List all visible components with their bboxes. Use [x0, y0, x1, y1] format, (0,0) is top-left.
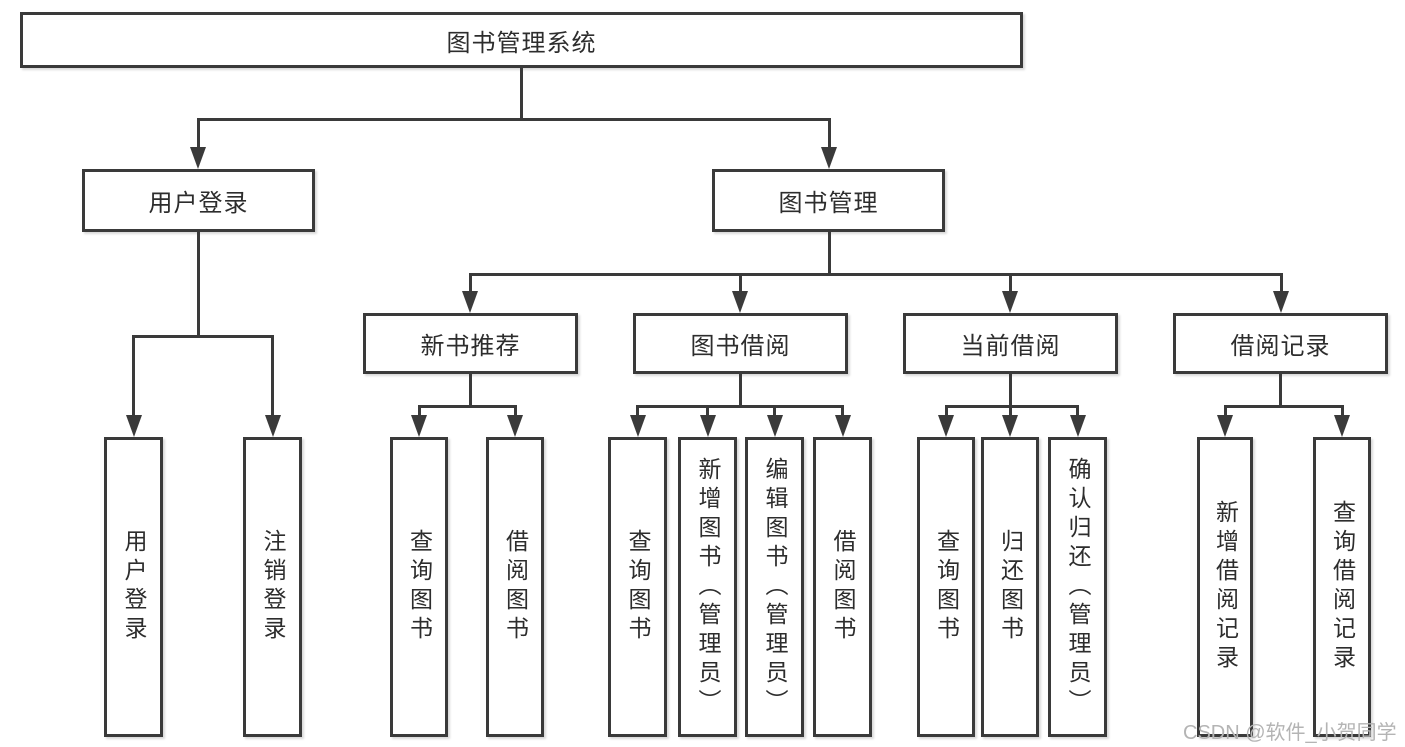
arrow-down-new-book — [462, 291, 478, 313]
arrow-down-book-borrowing — [732, 291, 748, 313]
node-label: 归还图书 — [997, 529, 1024, 645]
arrow-down — [411, 415, 427, 437]
arrow-down-current-borrowing — [1002, 291, 1018, 313]
arrow-down — [700, 415, 716, 437]
node-label: 图书借阅 — [690, 333, 791, 360]
connector-borrowing-records-subbar — [1224, 405, 1343, 408]
leaf-edit-books-admin: 编辑图书（管理员） — [745, 437, 804, 737]
node-borrowing-records: 借阅记录 — [1173, 313, 1388, 374]
connector-drop-new-book — [469, 273, 472, 293]
connector-drop — [418, 405, 421, 417]
arrow-down-borrowing-records — [1273, 291, 1289, 313]
node-label: 借阅图书 — [502, 529, 529, 645]
connector-book-borrowing-substem — [739, 374, 742, 407]
node-label: 借阅图书 — [830, 529, 856, 645]
connector-user-login-stem — [197, 232, 200, 338]
arrow-down — [938, 415, 954, 437]
connector-drop-leaf-user-login — [132, 335, 135, 417]
node-user-login: 用户登录 — [82, 169, 315, 232]
node-label: 查询图书 — [625, 529, 651, 645]
arrow-down — [1002, 415, 1018, 437]
connector-drop-leaf-logout — [271, 335, 274, 417]
arrow-down — [1217, 415, 1233, 437]
node-label: 查询图书 — [933, 529, 960, 645]
node-label: 用户登录 — [121, 529, 147, 645]
connector-drop — [706, 405, 709, 417]
arrow-down — [835, 415, 851, 437]
connector-drop-user-login — [197, 118, 200, 149]
connector-drop-book-management — [828, 118, 831, 149]
leaf-borrow-books: 借阅图书 — [813, 437, 872, 737]
connector-current-borrowing-substem — [1009, 374, 1012, 407]
node-label: 新增图书（管理员） — [695, 456, 721, 718]
connector-root-bar — [197, 118, 831, 121]
connector-user-login-bar — [132, 335, 274, 338]
connector-drop-book-borrowing — [739, 273, 742, 293]
arrow-down — [1070, 415, 1086, 437]
arrow-down-user-login — [190, 147, 206, 169]
connector-drop — [773, 405, 776, 417]
node-book-management: 图书管理 — [712, 169, 945, 232]
connector-drop — [1076, 405, 1079, 417]
leaf-logout: 注销登录 — [243, 437, 302, 737]
node-label: 当前借阅 — [960, 333, 1061, 360]
node-label: 新书推荐 — [420, 333, 521, 360]
leaf-return-books: 归还图书 — [981, 437, 1039, 737]
node-label: 查询图书 — [406, 529, 433, 645]
node-book-borrowing: 图书借阅 — [633, 313, 848, 374]
connector-drop — [514, 405, 517, 417]
node-label: 注销登录 — [260, 529, 286, 645]
csdn-watermark: CSDN @软件_小贺同学 — [1183, 722, 1397, 744]
connector-drop — [945, 405, 948, 417]
arrow-down — [767, 415, 783, 437]
connector-book-management-stem — [828, 232, 831, 276]
node-label: 图书管理系统 — [446, 29, 597, 57]
leaf-query-books-recommend: 查询图书 — [390, 437, 448, 737]
connector-drop — [1009, 405, 1012, 417]
connector-root-stem — [520, 66, 523, 119]
node-label: 确认归还（管理员） — [1065, 456, 1091, 718]
arrow-down — [507, 415, 523, 437]
node-label: 新增借阅记录 — [1212, 500, 1239, 674]
node-label: 查询借阅记录 — [1329, 500, 1356, 674]
leaf-borrow-books-recommend: 借阅图书 — [486, 437, 544, 737]
connector-drop-borrowing-records — [1280, 273, 1283, 293]
connector-book-management-bar — [469, 273, 1283, 276]
node-label: 图书管理 — [778, 190, 879, 217]
leaf-add-borrow-record: 新增借阅记录 — [1197, 437, 1253, 737]
arrow-down — [1334, 415, 1350, 437]
node-current-borrowing: 当前借阅 — [903, 313, 1118, 374]
connector-new-book-bar — [418, 405, 516, 408]
arrow-down-leaf-logout — [265, 415, 281, 437]
node-library-management-system: 图书管理系统 — [20, 12, 1023, 68]
node-label: 用户登录 — [148, 190, 249, 217]
leaf-query-books-borrowing: 查询图书 — [608, 437, 667, 737]
connector-drop — [1341, 405, 1344, 417]
node-label: 借阅记录 — [1230, 333, 1331, 360]
leaf-query-borrow-record: 查询借阅记录 — [1313, 437, 1371, 737]
leaf-add-books-admin: 新增图书（管理员） — [678, 437, 737, 737]
connector-book-borrowing-subbar — [636, 405, 844, 408]
node-new-book-recommend: 新书推荐 — [363, 313, 578, 374]
leaf-query-books-current: 查询图书 — [917, 437, 975, 737]
arrow-down-leaf-user-login — [126, 415, 142, 437]
connector-new-book-stem — [469, 374, 472, 407]
node-label: 编辑图书（管理员） — [762, 456, 788, 718]
connector-current-borrowing-subbar — [945, 405, 1079, 408]
connector-drop — [841, 405, 844, 417]
connector-drop-current-borrowing — [1009, 273, 1012, 293]
connector-drop — [1224, 405, 1227, 417]
leaf-user-login: 用户登录 — [104, 437, 163, 737]
leaf-confirm-return-admin: 确认归还（管理员） — [1048, 437, 1107, 737]
arrow-down-book-management — [821, 147, 837, 169]
connector-borrowing-records-substem — [1279, 374, 1282, 407]
arrow-down — [630, 415, 646, 437]
connector-drop — [636, 405, 639, 417]
